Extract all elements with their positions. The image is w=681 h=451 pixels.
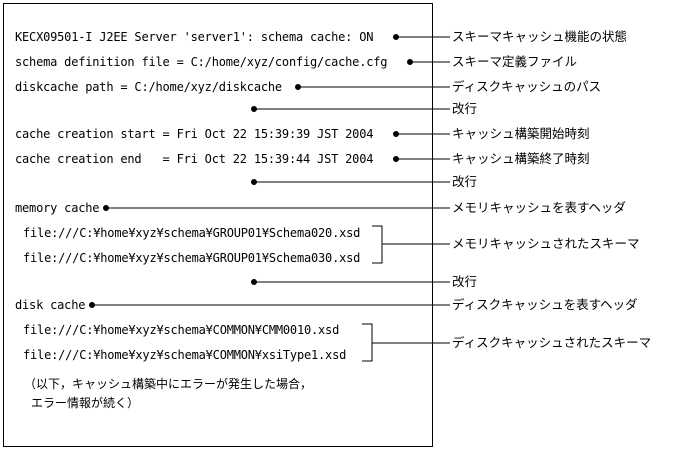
annotation-cache-build-start: キャッシュ構築開始時刻: [452, 126, 590, 141]
log-line-memory-schema-1: file:///C:¥home¥xyz¥schema¥GROUP01¥Schem…: [23, 226, 361, 240]
log-line-memory-schema-2: file:///C:¥home¥xyz¥schema¥GROUP01¥Schem…: [23, 251, 361, 265]
annotation-disk-cache-header: ディスクキャッシュを表すヘッダ: [452, 297, 638, 312]
annotation-newline-2: 改行: [452, 174, 478, 189]
log-line-memory-cache-header: memory cache: [15, 201, 100, 215]
log-line-schema-definition: schema definition file = C:/home/xyz/con…: [15, 55, 388, 69]
disk-schema-bracket: [362, 323, 373, 362]
log-line-diskcache-path: diskcache path = C:/home/xyz/diskcache: [15, 80, 282, 94]
log-line-disk-cache-header: disk cache: [15, 298, 86, 312]
log-continuation-2: エラー情報が続く）: [31, 396, 140, 410]
log-line-cache-end: cache creation end = Fri Oct 22 15:39:44…: [15, 152, 374, 166]
annotation-diskcache-path: ディスクキャッシュのパス: [452, 79, 602, 94]
annotation-schema-definition-file: スキーマ定義ファイル: [452, 54, 578, 69]
annotation-disk-cached-schemas: ディスクキャッシュされたスキーマ: [452, 335, 652, 350]
log-line-disk-schema-2: file:///C:¥home¥xyz¥schema¥COMMON¥xsiTyp…: [23, 348, 347, 362]
annotation-memory-cached-schemas: メモリキャッシュされたスキーマ: [452, 236, 640, 251]
log-continuation-1: （以下，キャッシュ構築中にエラーが発生した場合，: [24, 377, 313, 391]
log-output-frame: [3, 3, 433, 447]
log-line-disk-schema-1: file:///C:¥home¥xyz¥schema¥COMMON¥CMM001…: [23, 323, 340, 337]
log-line-schema-cache: KECX09501-I J2EE Server 'server1': schem…: [15, 30, 374, 44]
memory-schema-bracket: [372, 225, 383, 264]
annotation-newline-3: 改行: [452, 274, 478, 289]
annotation-schema-cache-state: スキーマキャッシュ機能の状態: [452, 29, 628, 44]
annotation-cache-build-end: キャッシュ構築終了時刻: [452, 151, 590, 166]
annotation-memory-cache-header: メモリキャッシュを表すヘッダ: [452, 200, 626, 215]
annotation-newline-1: 改行: [452, 101, 478, 116]
log-line-cache-start: cache creation start = Fri Oct 22 15:39:…: [15, 127, 374, 141]
